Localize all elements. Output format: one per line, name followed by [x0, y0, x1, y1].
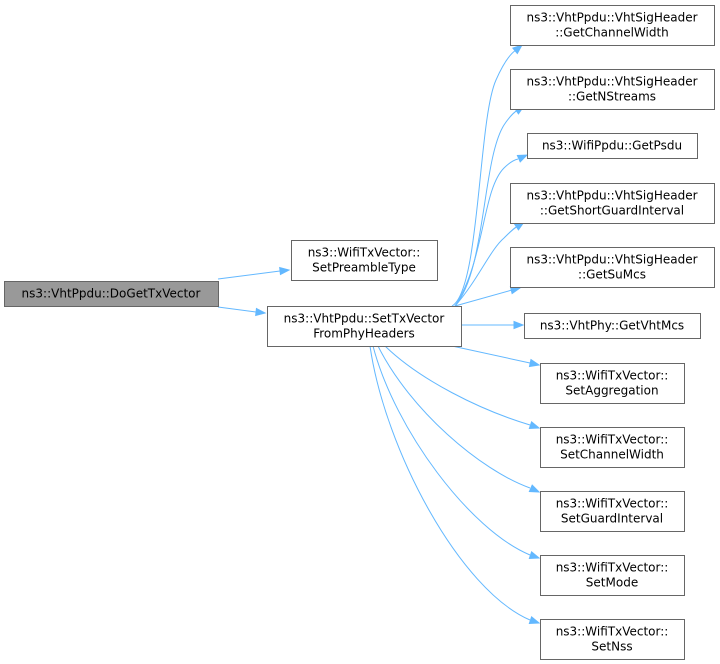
node-box	[510, 69, 715, 110]
arrow-head-icon	[528, 615, 541, 625]
node-label-line: ::GetNStreams	[568, 90, 656, 104]
node-box	[510, 183, 715, 224]
arrow-head-icon	[528, 550, 541, 560]
node-label-line: SetPreambleType	[312, 261, 416, 275]
edge-setTxVector-to-setChannelWidth	[384, 345, 541, 430]
node-box	[540, 619, 685, 660]
node-setAggregation[interactable]: ns3::WifiTxVector::SetAggregation	[540, 363, 685, 404]
node-label-line: ns3::VhtPpdu::VhtSigHeader	[526, 189, 697, 203]
node-label-line: ns3::WifiTxVector::	[556, 561, 669, 575]
node-label-line: ::GetSuMcs	[578, 268, 646, 282]
nodes-layer: ns3::VhtPpdu::DoGetTxVectorns3::WifiTxVe…	[4, 5, 715, 660]
node-box	[527, 133, 698, 159]
node-label-line: SetGuardInterval	[561, 512, 663, 526]
arrow-head-icon	[279, 266, 291, 276]
node-label-line: SetAggregation	[565, 384, 658, 398]
node-label-line: ns3::VhtPpdu::VhtSigHeader	[526, 11, 697, 25]
node-label-line: SetMode	[586, 576, 638, 590]
arrow-head-icon	[513, 320, 525, 330]
node-label-line: ns3::VhtPhy::GetVhtMcs	[540, 319, 684, 333]
node-label-line: ns3::VhtPpdu::DoGetTxVector	[22, 287, 201, 301]
edge-line	[451, 49, 517, 307]
edge-line	[454, 289, 513, 307]
node-getNStreams[interactable]: ns3::VhtPpdu::VhtSigHeader::GetNStreams	[510, 69, 715, 110]
node-setChannelWidth[interactable]: ns3::WifiTxVector::SetChannelWidth	[540, 427, 685, 468]
node-label-line: ::GetShortGuardInterval	[540, 204, 684, 218]
edge-line	[451, 345, 531, 364]
node-label-line: ns3::WifiTxVector::	[556, 369, 669, 383]
edge-root-to-setTxVector	[217, 306, 267, 317]
arrow-head-icon	[516, 154, 529, 163]
node-box	[540, 491, 685, 532]
node-label-line: ::GetChannelWidth	[555, 26, 669, 40]
edge-line	[217, 270, 281, 280]
node-box	[267, 306, 462, 347]
edge-line	[377, 345, 531, 489]
node-box	[540, 555, 685, 596]
node-label-line: ns3::WifiPpdu::GetPsdu	[542, 139, 682, 153]
node-setPreamble[interactable]: ns3::WifiTxVector::SetPreambleType	[291, 240, 438, 281]
edge-setTxVector-to-setMode	[372, 345, 541, 560]
node-label-line: SetChannelWidth	[560, 448, 664, 462]
edge-line	[454, 158, 519, 307]
node-label-line: ns3::WifiTxVector::	[556, 497, 669, 511]
node-box	[524, 313, 701, 339]
node-setMode[interactable]: ns3::WifiTxVector::SetMode	[540, 555, 685, 596]
edges-layer	[217, 44, 541, 625]
node-label-line: SetNss	[591, 640, 632, 654]
arrow-head-icon	[528, 358, 541, 368]
edge-setTxVector-to-getChannelWidth	[451, 44, 524, 307]
edge-line	[384, 345, 531, 426]
edge-setTxVector-to-setNss	[369, 345, 541, 625]
node-getVhtMcs[interactable]: ns3::VhtPhy::GetVhtMcs	[524, 313, 701, 339]
node-box	[540, 427, 685, 468]
edge-line	[454, 109, 519, 307]
edge-line	[217, 306, 257, 313]
node-box	[510, 5, 715, 46]
node-box	[291, 240, 438, 281]
node-label-line: ns3::WifiTxVector::	[556, 433, 669, 447]
node-label-line: ns3::VhtPpdu::SetTxVector	[284, 312, 445, 326]
arrow-head-icon	[511, 44, 524, 55]
edge-setTxVector-to-getVhtMcs	[461, 320, 525, 330]
node-box	[4, 281, 219, 307]
arrow-head-icon	[528, 484, 541, 493]
node-setNss[interactable]: ns3::WifiTxVector::SetNss	[540, 619, 685, 660]
arrow-head-icon	[255, 307, 267, 317]
node-label-line: ns3::WifiTxVector::	[556, 625, 669, 639]
edge-root-to-setPreamble	[217, 266, 291, 280]
edge-line	[369, 345, 531, 621]
node-label-line: FromPhyHeaders	[313, 327, 415, 341]
edge-setTxVector-to-getPsdu	[454, 154, 529, 307]
node-root: ns3::VhtPpdu::DoGetTxVector	[4, 281, 219, 307]
node-getSuMcs[interactable]: ns3::VhtPpdu::VhtSigHeader::GetSuMcs	[510, 247, 715, 288]
edge-line	[454, 225, 519, 307]
node-box	[510, 247, 715, 288]
node-box	[540, 363, 685, 404]
node-getShortGuard[interactable]: ns3::VhtPpdu::VhtSigHeader::GetShortGuar…	[510, 183, 715, 224]
node-getChannelWidth[interactable]: ns3::VhtPpdu::VhtSigHeader::GetChannelWi…	[510, 5, 715, 46]
node-setGuardInterval[interactable]: ns3::WifiTxVector::SetGuardInterval	[540, 491, 685, 532]
node-label-line: ns3::WifiTxVector::	[308, 246, 421, 260]
node-label-line: ns3::VhtPpdu::VhtSigHeader	[526, 75, 697, 89]
edge-setTxVector-to-setAggregation	[451, 345, 541, 368]
node-getPsdu[interactable]: ns3::WifiPpdu::GetPsdu	[527, 133, 698, 159]
arrow-head-icon	[528, 420, 541, 430]
edge-line	[372, 345, 531, 556]
node-label-line: ns3::VhtPpdu::VhtSigHeader	[526, 253, 697, 267]
edge-setTxVector-to-setGuardInterval	[377, 345, 541, 493]
